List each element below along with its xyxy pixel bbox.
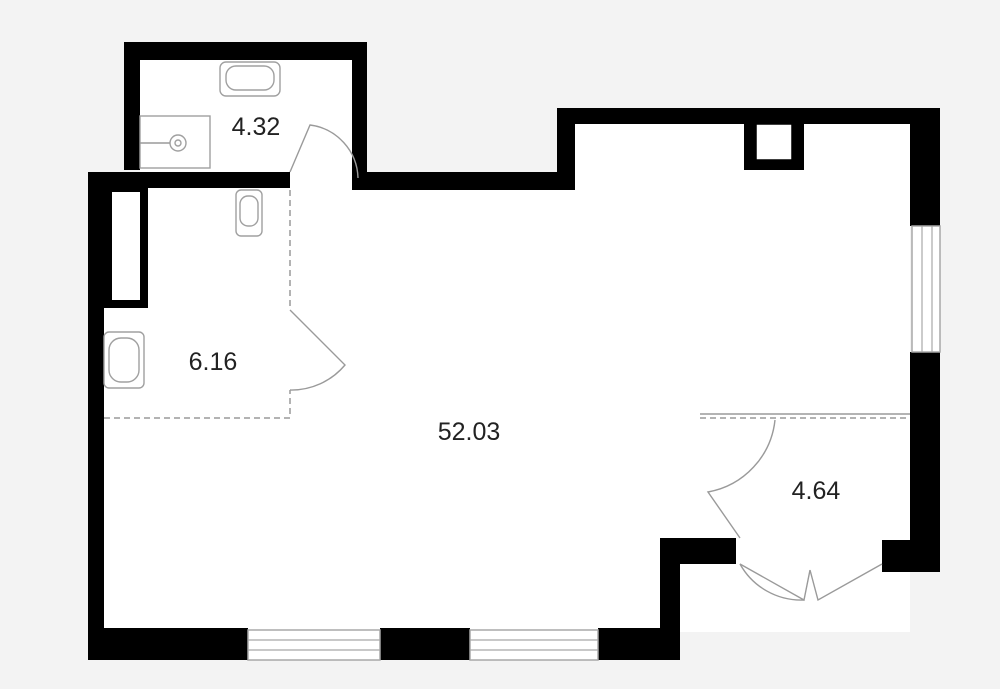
wc-area: 4.32 (232, 113, 281, 141)
niche (112, 192, 140, 300)
doors (289, 124, 883, 602)
vent-shaft (755, 123, 793, 161)
floor (104, 60, 910, 632)
fixtures (103, 61, 281, 389)
windows (247, 225, 941, 661)
main-room-area: 52.03 (438, 418, 501, 446)
closet-area: 4.64 (792, 477, 841, 505)
bathroom-area: 6.16 (189, 348, 238, 376)
walls (88, 42, 940, 660)
area-labels: 52.03 6.16 4.32 4.64 (189, 113, 841, 505)
partitions (104, 190, 910, 419)
